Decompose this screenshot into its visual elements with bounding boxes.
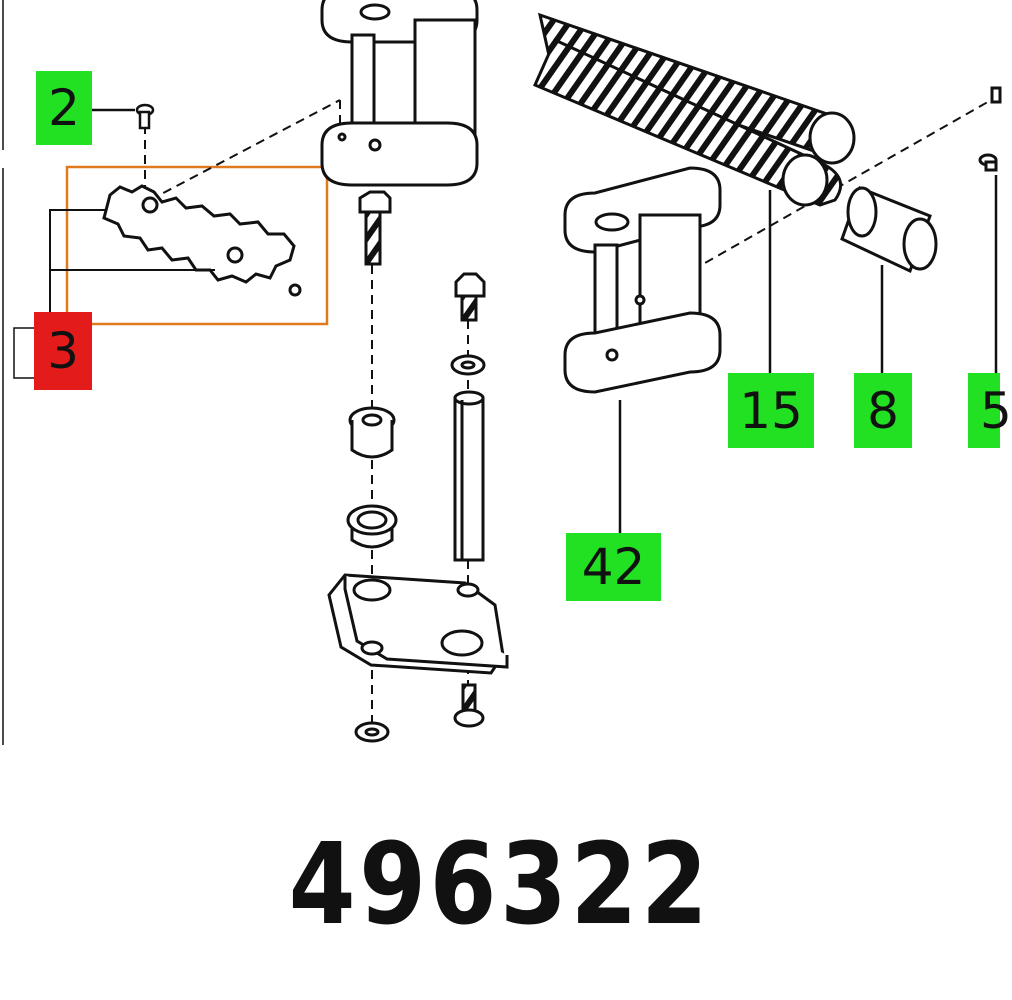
part-8-cylinder xyxy=(840,186,938,274)
callout-42[interactable]: 42 xyxy=(566,533,661,601)
bolt-center xyxy=(358,190,392,266)
callout-3[interactable]: 3 xyxy=(34,312,92,390)
part-42-bracket xyxy=(563,166,722,394)
bottom-screw xyxy=(453,683,485,728)
part-3-star-plate xyxy=(102,184,302,297)
callout-5-label: 5 xyxy=(980,381,1012,440)
part-number: 496322 xyxy=(288,820,712,950)
upper-bracket xyxy=(320,0,479,187)
bolt-right xyxy=(454,272,486,322)
washer-right xyxy=(450,354,486,376)
part-2-screw xyxy=(135,103,155,130)
bottom-nut xyxy=(354,721,390,743)
callout-3-label: 3 xyxy=(47,322,79,380)
callout-42-label: 42 xyxy=(581,538,646,596)
part-5-pin xyxy=(978,86,1002,172)
callout-2-label: 2 xyxy=(48,79,80,137)
callout-15[interactable]: 15 xyxy=(728,373,814,448)
bushing-upper xyxy=(348,406,396,459)
bushing-lower xyxy=(346,504,398,549)
callout-8[interactable]: 8 xyxy=(854,373,912,448)
callout-2[interactable]: 2 xyxy=(36,71,92,145)
callout-3-box xyxy=(13,327,37,379)
callout-leaders xyxy=(92,108,998,535)
spacer-tube xyxy=(453,390,485,562)
callout-3-leaders xyxy=(49,209,215,315)
base-plate xyxy=(327,573,509,675)
callout-5[interactable]: 5 xyxy=(968,373,1012,448)
callout-8-label: 8 xyxy=(867,381,899,440)
selection-highlight-frame xyxy=(65,165,329,326)
callout-15-label: 15 xyxy=(739,381,803,440)
part-15-ribbed-rollers xyxy=(533,12,856,207)
